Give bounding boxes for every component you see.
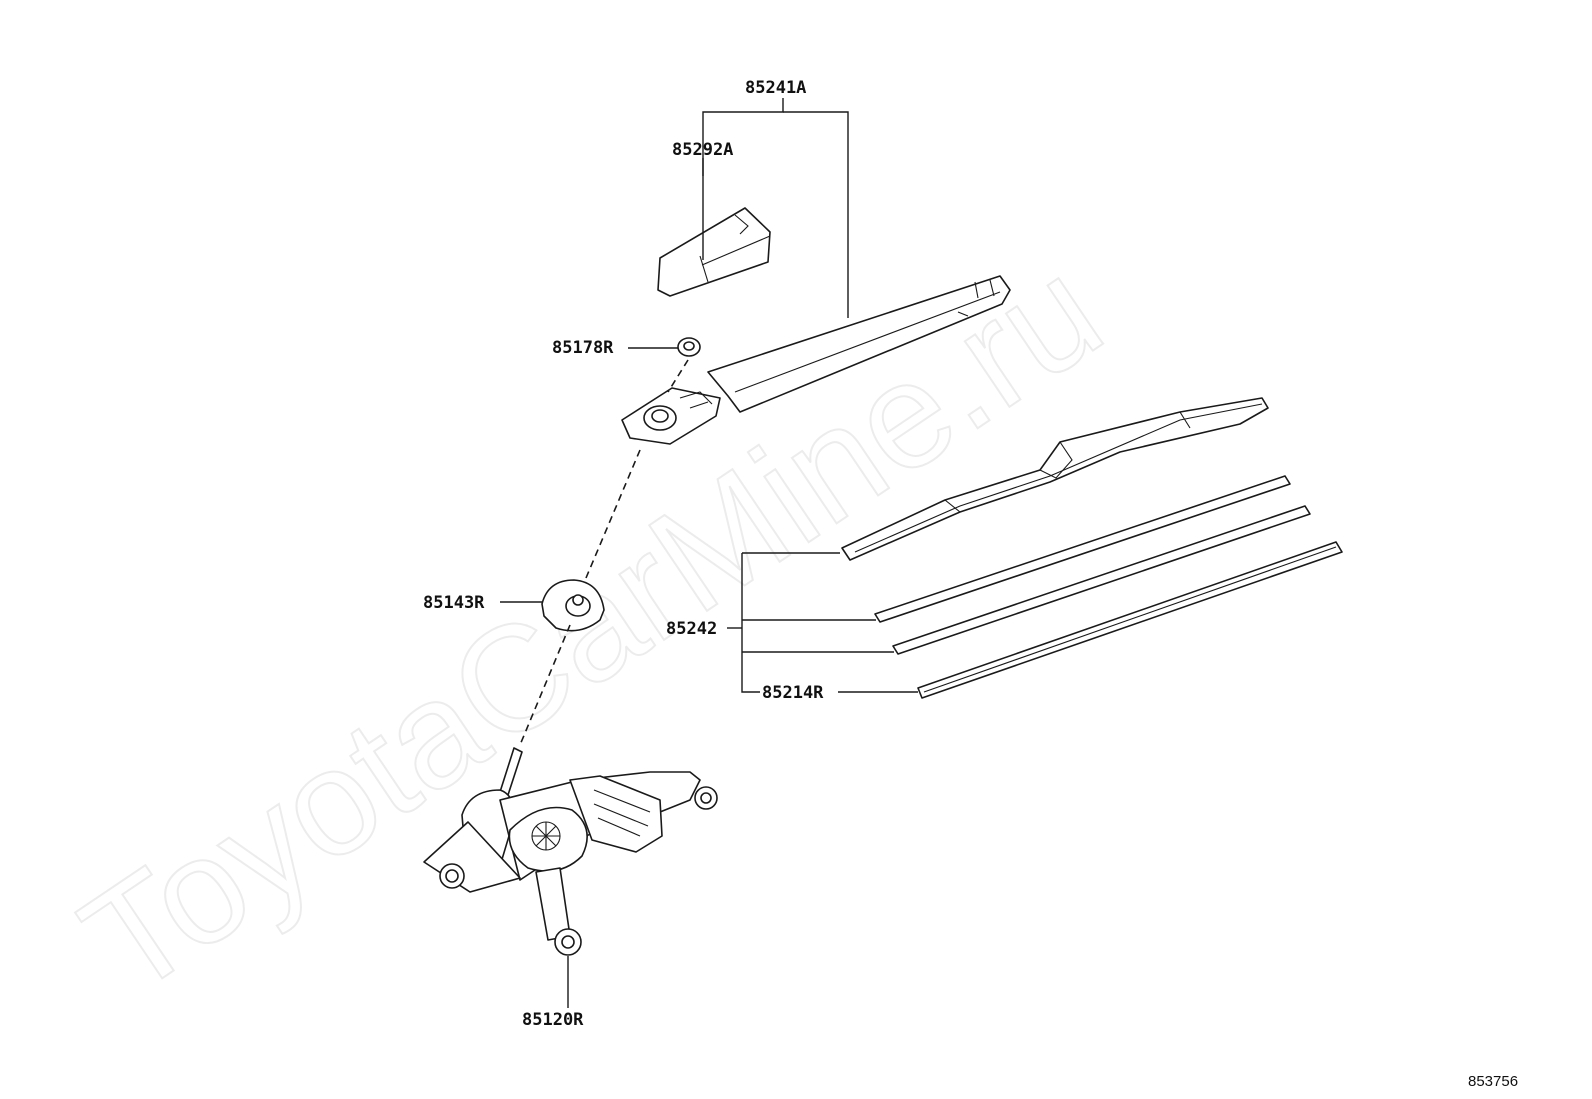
assembly-axis-lower: [519, 624, 571, 746]
callout-85292A: 85292A: [672, 140, 733, 160]
wiper-arm-part: [621, 275, 1011, 445]
leader-lines: [500, 98, 918, 1008]
callout-85214R: 85214R: [762, 683, 824, 703]
pivot-cap-part: [541, 579, 605, 632]
callout-85241A: 85241A: [745, 78, 806, 98]
callout-85178R: 85178R: [552, 338, 614, 358]
assembly-axis-upper: [667, 359, 689, 393]
illustration-number: 853756: [1468, 1073, 1518, 1090]
nut-part: [677, 337, 701, 357]
callout-85242: 85242: [666, 619, 717, 639]
wiper-blade-part: [841, 397, 1269, 561]
callout-85120R: 85120R: [522, 1010, 584, 1030]
blade-rails-part: [874, 475, 1343, 699]
callout-85143R: 85143R: [423, 593, 485, 613]
arm-cover-part: [657, 207, 771, 297]
wiper-motor-part: [423, 747, 718, 956]
